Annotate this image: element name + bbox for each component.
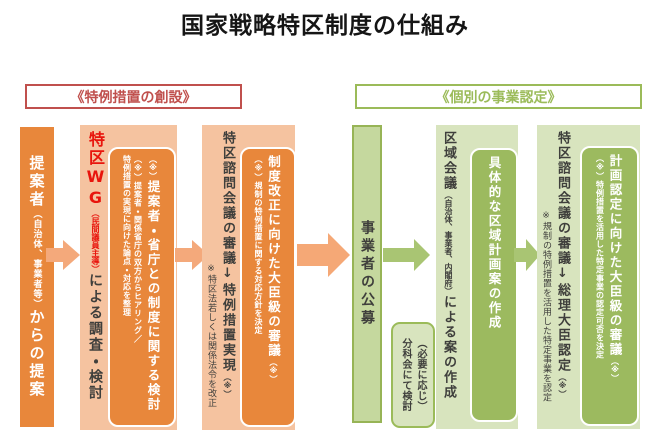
minister-review-2-main: 計画認定に向けた大臣級の審議（※） bbox=[607, 154, 623, 382]
subcommittee-box: （必要に応じ） 分科会にて検討 bbox=[391, 322, 435, 428]
down-arrow-glyph: ↓ bbox=[555, 266, 570, 283]
advisory-council-1-label: 特区諮問会議の審議↓特例措置実現（※） ※特区法若しくは関係法令を改正 bbox=[205, 131, 237, 424]
wg-review-main: （※）提案者・省庁との制度に関する検討 bbox=[145, 155, 161, 412]
flow-arrow-green-2-icon bbox=[514, 239, 540, 271]
subcommittee-line2: 分科会にて検討 bbox=[400, 338, 411, 412]
minister-review-2-note: （※）特例措置を活用した特定事業の認定可否を決定 bbox=[595, 154, 605, 359]
page-title: 国家戦略特区制度の仕組み bbox=[181, 13, 469, 39]
column-public-offering: 事業者の公募 bbox=[352, 125, 382, 423]
flow-arrow-green-1-icon bbox=[383, 239, 430, 271]
wg-review-box: （※）提案者・省庁との制度に関する検討 （※）提案者・関係省庁の双方からヒアリン… bbox=[108, 147, 176, 427]
area-council-label: 区域会議（自治体、事業者、内閣府）による案の作成 bbox=[441, 131, 456, 400]
minister-review-box-2: 計画認定に向けた大臣級の審議（※） （※）特例措置を活用した特定事業の認定可否を… bbox=[580, 146, 639, 426]
advisory-council-2-note: ※規制の特例措置を活用した特定事業を認定 bbox=[541, 211, 551, 402]
column-advisory-council-2: 特区諮問会議の審議↓総理大臣認定（※） ※規制の特例措置を活用した特定事業を認定… bbox=[537, 125, 640, 429]
column-tokku-wg: 特区WG（民間議員主導）による調査・検討 （※）提案者・省庁との制度に関する検討… bbox=[80, 125, 177, 430]
minister-review-1-main: 制度改正に向けた大臣級の審議（※） bbox=[266, 155, 281, 383]
public-offering-label: 事業者の公募 bbox=[359, 220, 375, 328]
advisory-council-1-note: ※特区法若しくは関係法令を改正 bbox=[206, 264, 216, 408]
area-council-paren: （自治体、事業者、内閣府） bbox=[444, 191, 453, 295]
column-proposer: 提案者（自治体、事業者等）からの提案 bbox=[20, 127, 54, 427]
flow-arrow-orange-big-icon bbox=[297, 233, 350, 277]
column-area-council: 区域会議（自治体、事業者、内閣府）による案の作成 具体的な区域計画案の作成 bbox=[436, 125, 518, 429]
proposer-paren: （自治体、事業者等） bbox=[31, 209, 42, 309]
area-plan-main: 具体的な区域計画案の作成 bbox=[486, 156, 502, 330]
flow-arrow-orange-2-icon bbox=[175, 240, 209, 270]
tokku-wg-paren: （民間議員主導） bbox=[91, 209, 100, 273]
advisory-council-2-label: 特区諮問会議の審議↓総理大臣認定（※） ※規制の特例措置を活用した特定事業を認定 bbox=[540, 131, 572, 423]
tokku-wg-title: 特区WG bbox=[86, 131, 105, 209]
section-header-right-label: 《個別の事業認定》 bbox=[435, 89, 562, 106]
minister-review-1-note: （※）規制の特例措置に関する対応方針を決定 bbox=[254, 155, 263, 335]
tokku-wg-rest: による調査・検討 bbox=[87, 273, 103, 401]
area-plan-box: 具体的な区域計画案の作成 bbox=[470, 148, 518, 422]
section-header-left-label: 《特例措置の創設》 bbox=[70, 89, 197, 106]
down-arrow-glyph: ↓ bbox=[220, 266, 235, 283]
tokku-wg-label: 特区WG（民間議員主導）による調査・検討 bbox=[83, 131, 107, 424]
section-header-project-certification: 《個別の事業認定》 bbox=[355, 84, 642, 109]
flow-arrow-orange-1-icon bbox=[46, 240, 80, 270]
minister-review-box-1: 制度改正に向けた大臣級の審議（※） （※）規制の特例措置に関する対応方針を決定 bbox=[240, 147, 296, 427]
column-advisory-council-1: 特区諮問会議の審議↓特例措置実現（※） ※特区法若しくは関係法令を改正 制度改正… bbox=[202, 125, 296, 430]
section-header-special-measures: 《特例措置の創設》 bbox=[25, 84, 242, 109]
subcommittee-line1: （必要に応じ） bbox=[415, 338, 426, 412]
proposer-label: 提案者（自治体、事業者等）からの提案 bbox=[27, 155, 46, 399]
wg-review-note: （※）提案者・関係省庁の双方からヒアリング／特例措置の実現に向けた論点・対応を整… bbox=[122, 155, 143, 343]
